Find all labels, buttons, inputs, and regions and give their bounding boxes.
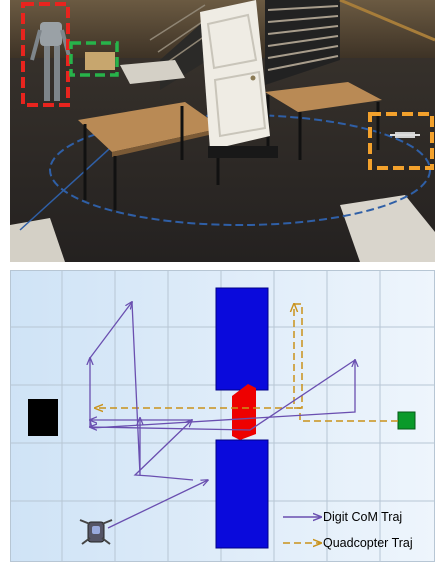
quadcopter-trajectory-segment	[95, 303, 303, 408]
quadcopter-highlight-box	[368, 112, 434, 170]
legend: Digit CoM Traj Quadcopter Traj	[283, 510, 413, 550]
lab-photo	[10, 0, 435, 262]
digit-trajectory-9	[131, 301, 140, 476]
digit-robot-photo	[30, 22, 72, 101]
door	[200, 0, 278, 158]
legend-digit-label: Digit CoM Traj	[323, 510, 402, 524]
digit-trajectory-6	[90, 359, 356, 430]
staircase	[149, 0, 435, 90]
digit-robot-icon	[79, 519, 113, 545]
green-goal-marker	[397, 411, 416, 430]
black-obstacle-block	[28, 399, 58, 436]
digit-trajectory-8	[89, 302, 132, 359]
legend-quad-label: Quadcopter Traj	[323, 536, 413, 550]
wall-lower	[215, 439, 269, 549]
goal-crate	[85, 52, 115, 70]
floor-mat	[120, 60, 185, 84]
robot-highlight-box	[21, 2, 70, 107]
quadcopter-photo	[390, 132, 420, 138]
goal-highlight-box	[69, 41, 119, 77]
trajectory-map: Digit CoM Traj Quadcopter Traj	[10, 270, 435, 562]
wall-upper	[215, 287, 269, 391]
floor-mat	[10, 218, 65, 262]
digit-trajectory-1	[107, 480, 208, 529]
digit-trajectory-3	[133, 420, 193, 481]
door-marker	[232, 384, 256, 440]
floor-mat	[340, 195, 435, 262]
